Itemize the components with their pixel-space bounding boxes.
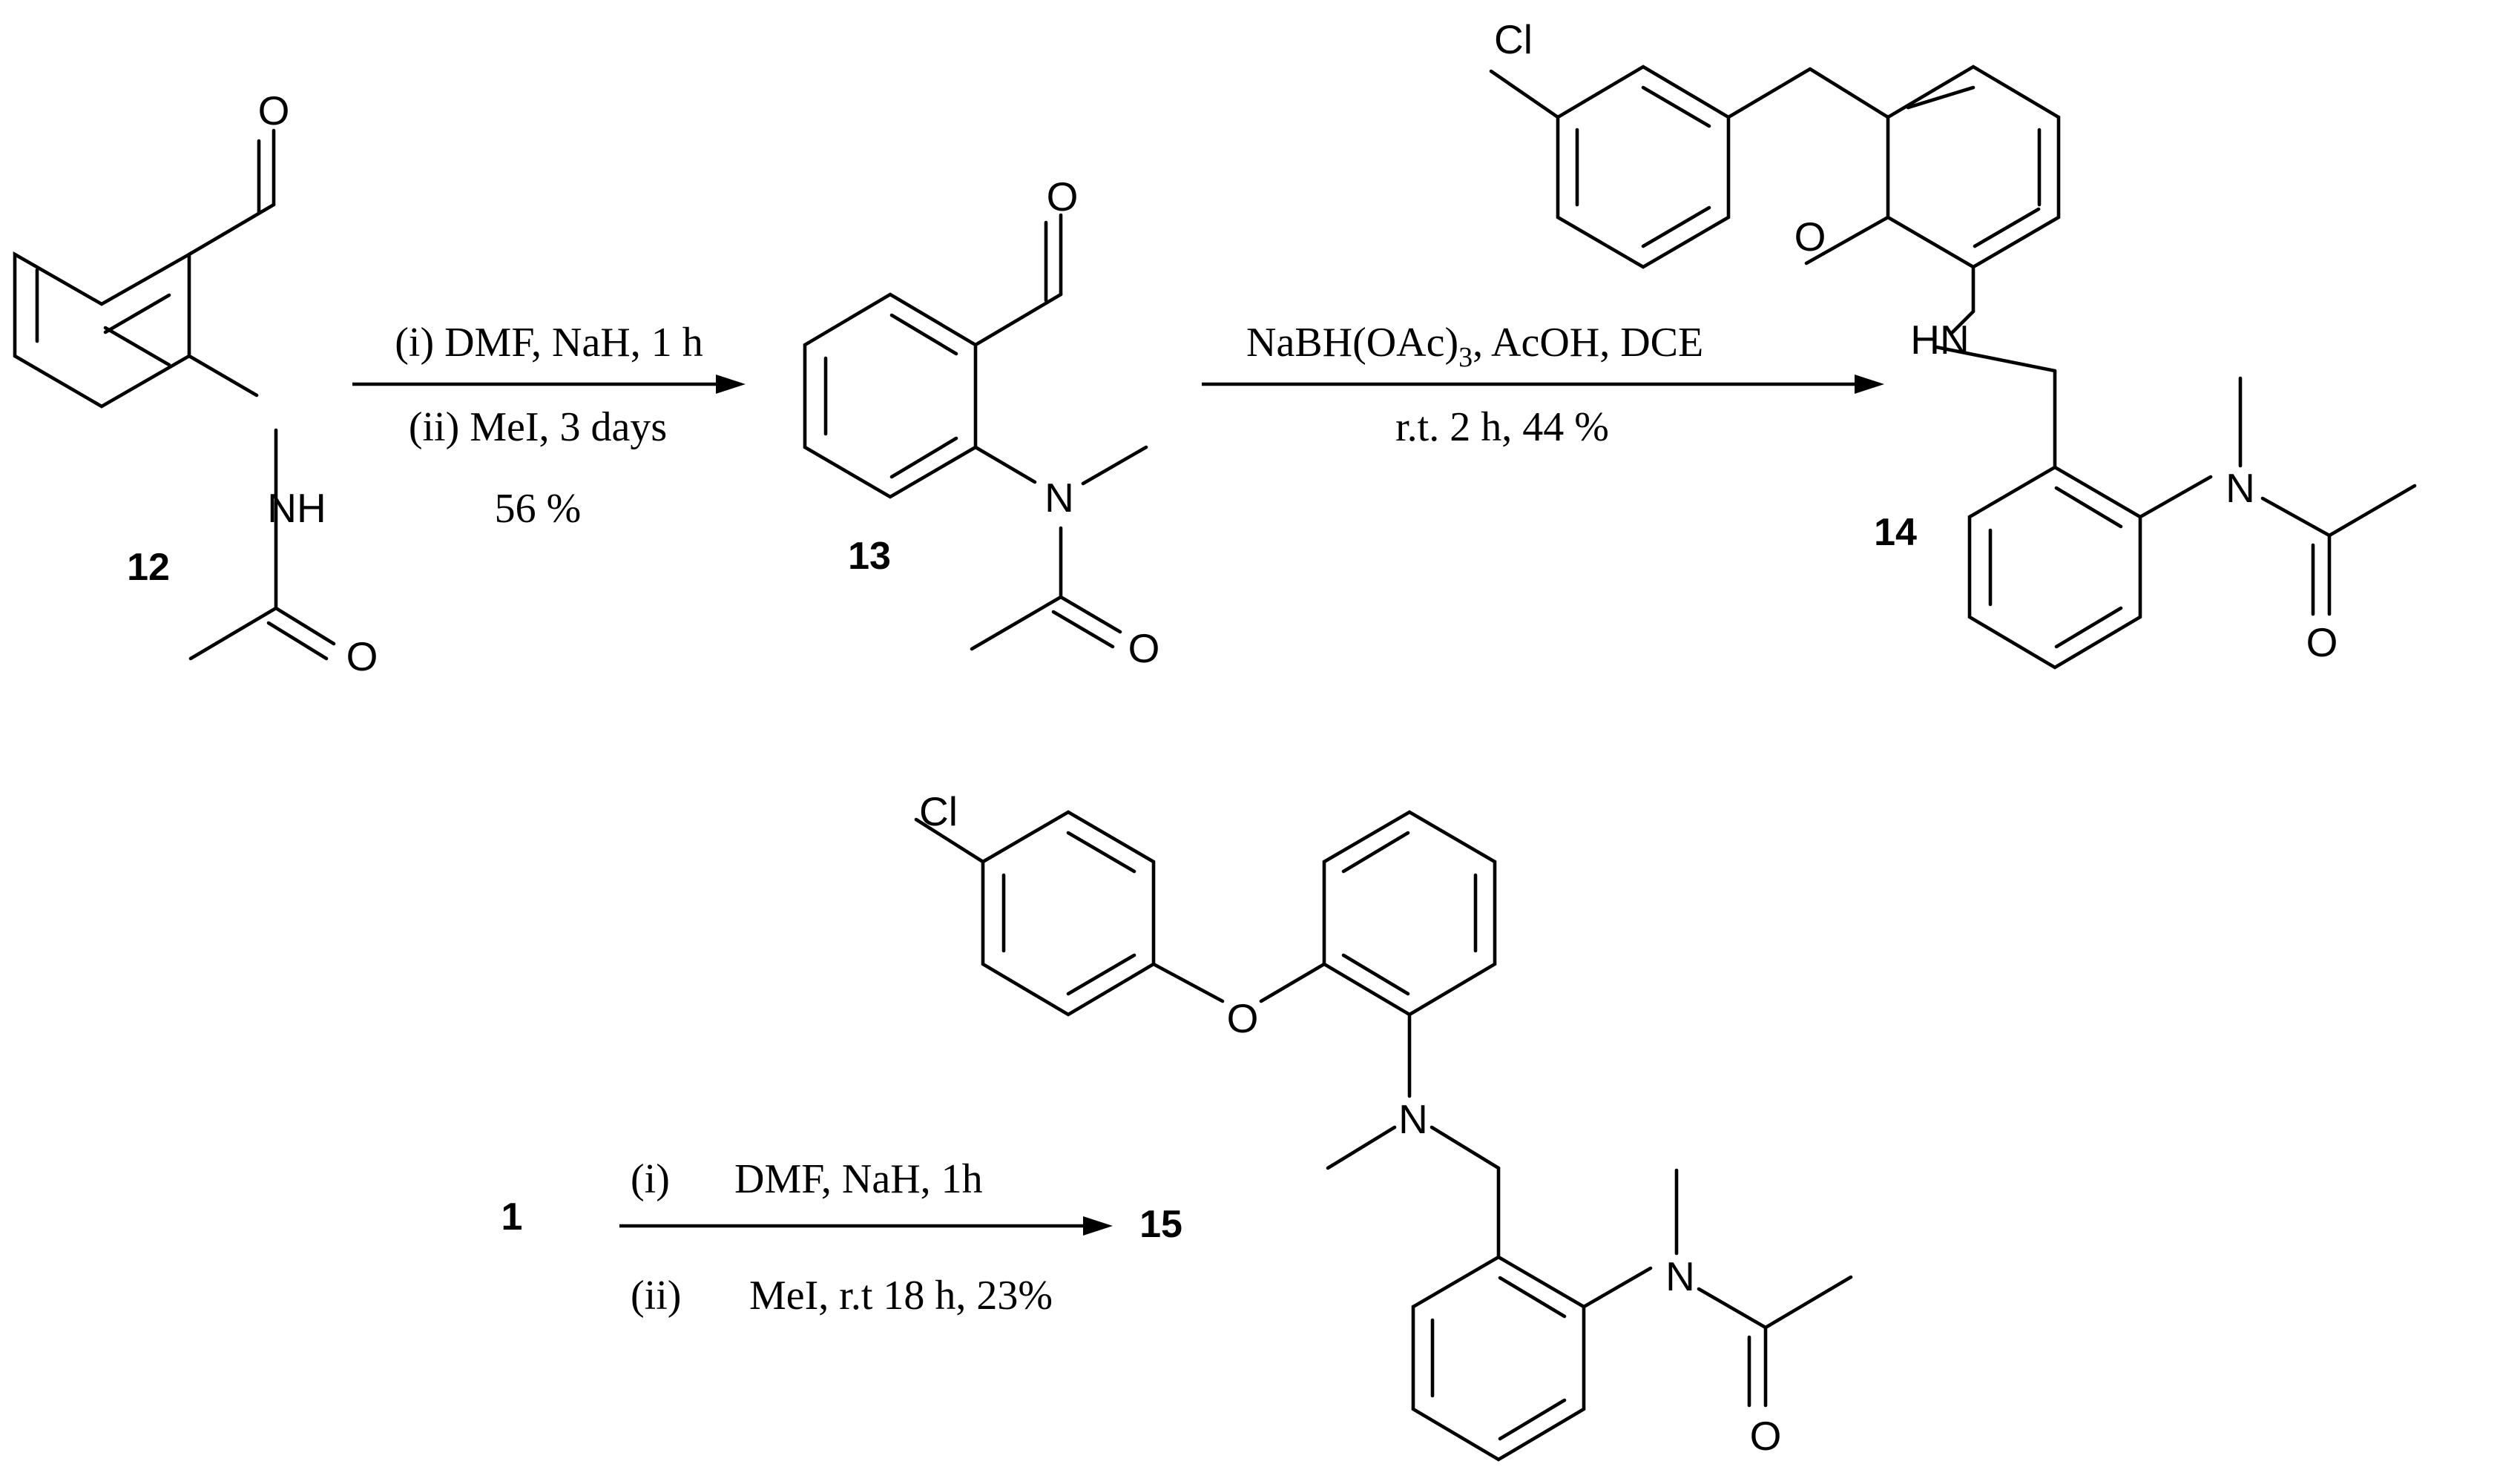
condition-2-line-2: r.t. 2 h, 44 % — [1395, 404, 1609, 450]
amide-oxygen-label: O — [1128, 625, 1160, 671]
chlorine-label: Cl — [919, 788, 958, 834]
chlorine-label: Cl — [1494, 16, 1533, 62]
compound-label-12: 12 — [127, 546, 170, 589]
amide-nitrogen-label: N — [1044, 475, 1074, 521]
amine-nitrogen-label: N — [1398, 1096, 1428, 1142]
structure-13: O N O — [803, 174, 1160, 671]
condition-1-line-2: (ii) MeI, 3 days — [409, 404, 667, 450]
amide-oxygen-label: O — [2306, 619, 2338, 665]
aldehyde-oxygen-label: O — [258, 88, 290, 133]
amide-nitrogen-label: N — [2225, 465, 2255, 511]
reaction-arrow-3 — [619, 1216, 1113, 1236]
amide-nh-label: NH — [267, 485, 326, 531]
compound-label-14: 14 — [1874, 511, 1917, 554]
compound-label-15: 15 — [1139, 1203, 1182, 1246]
reaction-arrow-1 — [352, 375, 746, 394]
condition-3-line-1: (i)DMF, NaH, 1h — [631, 1156, 983, 1202]
compound-label-13: 13 — [848, 535, 891, 578]
condition-1-line-1: (i) DMF, NaH, 1 h — [395, 320, 703, 366]
structure-15: Cl O N N O — [914, 788, 1853, 1462]
structure-14: Cl O HN N O — [1489, 16, 2417, 670]
condition-1-yield: 56 % — [495, 486, 582, 532]
aldehyde-oxygen-label: O — [1047, 174, 1079, 220]
ether-oxygen-label: O — [1227, 995, 1259, 1041]
amine-hn-label: HN — [1910, 317, 1969, 363]
structure-12: O NH O — [13, 88, 378, 679]
condition-3-line-2: (ii)MeI, r.t 18 h, 23% — [631, 1273, 1053, 1319]
compound-label-1: 1 — [501, 1196, 523, 1239]
ether-oxygen-label: O — [1794, 214, 1826, 260]
amide-nitrogen-label: N — [1665, 1253, 1695, 1299]
condition-2-line-1: NaBH(OAc)3, AcOH, DCE — [1246, 320, 1703, 373]
reaction-arrow-2 — [1202, 375, 1884, 394]
amide-oxygen-label: O — [1750, 1413, 1782, 1459]
amide-oxygen-label: O — [346, 633, 378, 679]
